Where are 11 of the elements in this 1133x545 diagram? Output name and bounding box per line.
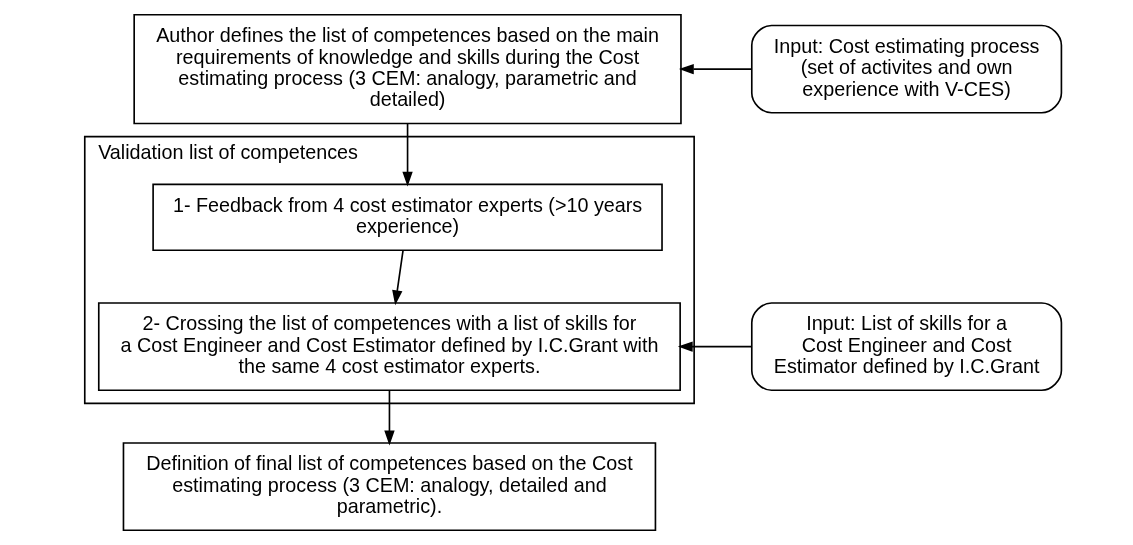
node-box: Author defines the list of competences based on the main requirements of knowledge and skills during the Cost estimating process (3 CEM: analogy, parametric and detailed) xyxy=(133,13,682,125)
node-box: Input: Cost estimating process (set of activites and own experience with V-CES) xyxy=(750,24,1063,114)
arrow xyxy=(392,249,404,306)
arrow xyxy=(677,341,753,352)
node-box: 2- Crossing the list of competences with a list of skills for a Cost Engineer and Cost Estimator defined by I.C.Grant with the same 4 cost estimator experts. xyxy=(97,302,681,392)
arrow xyxy=(384,389,395,446)
arrow xyxy=(678,63,753,75)
node-box: 1- Feedback from 4 cost estimator experts (>10 years experience) xyxy=(152,183,663,252)
node-box: Definition of final list of competences based on the Cost estimating process (3 CEM: analogy, detailed and parametric). xyxy=(122,442,657,532)
node-box: Input: List of skills for a Cost Engineer and Cost Estimator defined by I.C.Grant xyxy=(750,302,1063,392)
arrow xyxy=(402,123,413,187)
